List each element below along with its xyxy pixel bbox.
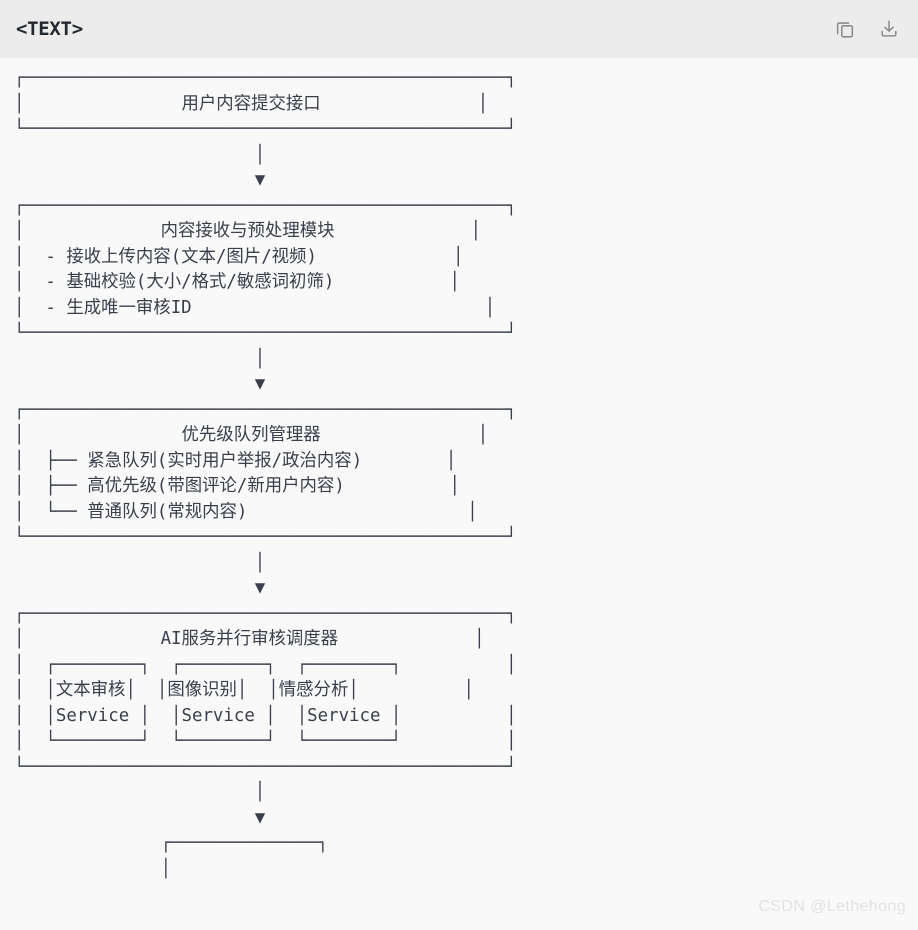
csdn-watermark: CSDN @Lethehong (758, 898, 906, 915)
page-title: <TEXT> (16, 17, 83, 40)
viewer-titlebar: <TEXT> (0, 0, 918, 58)
ascii-diagram-text: ┌───────────────────────────────────────… (14, 68, 517, 879)
diagram-scroll-area[interactable]: ┌───────────────────────────────────────… (0, 58, 918, 930)
copy-icon[interactable] (834, 18, 856, 40)
titlebar-actions (834, 18, 900, 40)
download-icon[interactable] (878, 18, 900, 40)
